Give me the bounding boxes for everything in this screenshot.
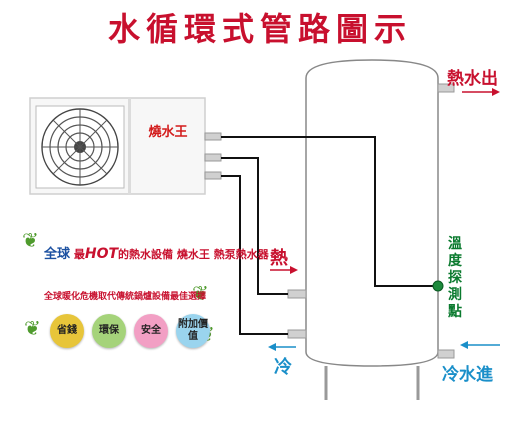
cold-in-fitting xyxy=(437,349,455,359)
cold-supply-pipe xyxy=(221,175,288,335)
heat-pump-divider xyxy=(128,98,131,194)
storage-tank xyxy=(305,59,439,367)
promo-badges: 省錢 環保 安全 附加價值 xyxy=(50,314,210,348)
cold-water-in-label: 冷水進 xyxy=(442,365,493,385)
promo-text: 的熱水設備 xyxy=(118,248,174,261)
hot-return-pipe xyxy=(221,157,288,295)
hot-in-fitting xyxy=(287,289,307,299)
unit-pipe-stub-bot xyxy=(204,171,222,180)
cold-pipe-label: 冷 xyxy=(274,357,292,378)
promo-prefix-a: 全 xyxy=(44,247,58,262)
sensor-pipe xyxy=(221,136,438,287)
promo-subline: 全球暖化危機取代傳統鍋爐設備最佳選擇 xyxy=(44,292,207,302)
temperature-sensor-label: 溫度探測點 xyxy=(448,236,462,320)
badge-added-value: 附加價值 xyxy=(176,314,210,348)
badge-eco: 環保 xyxy=(92,314,126,348)
cold-in-arrow-icon xyxy=(460,341,500,349)
promo-prefix-b: 球 xyxy=(57,247,71,262)
pipe-lines xyxy=(221,136,438,335)
hot-out-arrow-icon xyxy=(462,88,500,96)
unit-pipe-stub-mid xyxy=(204,153,222,162)
hot-arrow-icon xyxy=(270,266,298,274)
leaf-icon: ❦ xyxy=(192,281,209,305)
hot-out-fitting xyxy=(437,83,455,93)
badge-save-money: 省錢 xyxy=(50,314,84,348)
unit-brand-label: 燒水王 xyxy=(148,125,188,140)
hot-pipe-label: 熱 xyxy=(270,248,288,269)
promo-prefix-c: 最 xyxy=(73,248,85,261)
hot-water-out-label: 熱水出 xyxy=(447,69,498,89)
promo-brand: 燒水王 熱泵熱水器 xyxy=(176,248,269,261)
fan-grille-icon xyxy=(35,105,125,189)
temperature-sensor-point xyxy=(432,280,444,292)
badge-safe: 安全 xyxy=(134,314,168,348)
leaf-icon: ❦ xyxy=(24,316,41,340)
cold-out-arrow-icon xyxy=(268,343,296,351)
unit-pipe-stub-top xyxy=(204,132,222,141)
diagram-title: 水循環式管路圖示 xyxy=(107,10,412,48)
cold-out-fitting xyxy=(287,329,307,339)
promo-hot: HOT xyxy=(84,246,119,262)
promo-headline: 全球 最HOT的熱水設備 燒水王 熱泵熱水器 xyxy=(44,243,269,262)
leaf-icon: ❦ xyxy=(22,228,39,252)
